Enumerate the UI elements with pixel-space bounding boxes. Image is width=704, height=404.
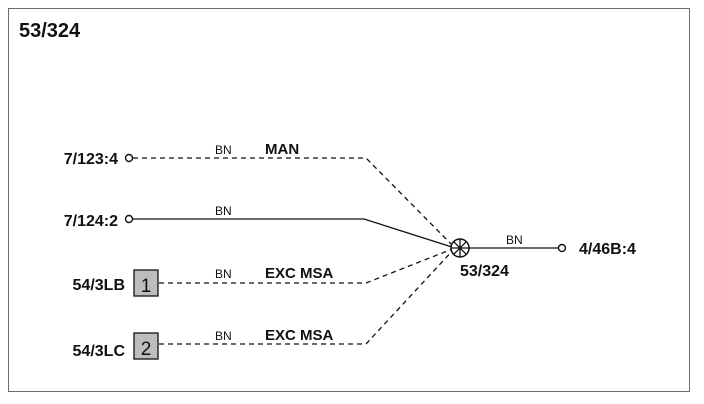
connector-badge-1-number: 1 <box>141 276 152 297</box>
wire-man <box>133 157 456 249</box>
connector-label-4-46b-4: 4/46B:4 <box>579 241 636 258</box>
wire-color-exc-msa-1: BN <box>215 267 232 281</box>
wire-color-man: BN <box>215 143 232 157</box>
connector-label-54-3lb: 54/3LB <box>73 277 125 294</box>
connector-terminal-4-46b-4 <box>557 243 567 253</box>
connector-label-7-124-2: 7/124:2 <box>64 213 118 230</box>
diagram-frame <box>8 8 690 392</box>
wire-label-man: MAN <box>265 141 299 158</box>
connector-label-7-123-4: 7/123:4 <box>64 151 118 168</box>
wire-color-solid: BN <box>215 204 232 218</box>
splice-label: 53/324 <box>460 263 509 280</box>
wire-exc-msa-2 <box>159 247 456 345</box>
wire-label-exc-msa-2: EXC MSA <box>265 327 334 344</box>
connector-terminal-7-123-4 <box>124 153 134 163</box>
connector-label-54-3lc: 54/3LC <box>73 343 126 360</box>
connector-terminal-7-124-2 <box>124 214 134 224</box>
wire-label-exc-msa-1: EXC MSA <box>265 265 334 282</box>
wire-exc-msa-1 <box>159 247 456 284</box>
wire-color-output: BN <box>506 233 523 247</box>
wire-color-exc-msa-2: BN <box>215 329 232 343</box>
splice-icon <box>450 238 470 258</box>
connector-badge-1 <box>133 269 159 297</box>
connector-badge-2-number: 2 <box>141 339 152 360</box>
diagram-title: 53/324 <box>19 20 81 42</box>
wire-solid <box>133 218 456 249</box>
connector-badge-2 <box>133 332 159 360</box>
